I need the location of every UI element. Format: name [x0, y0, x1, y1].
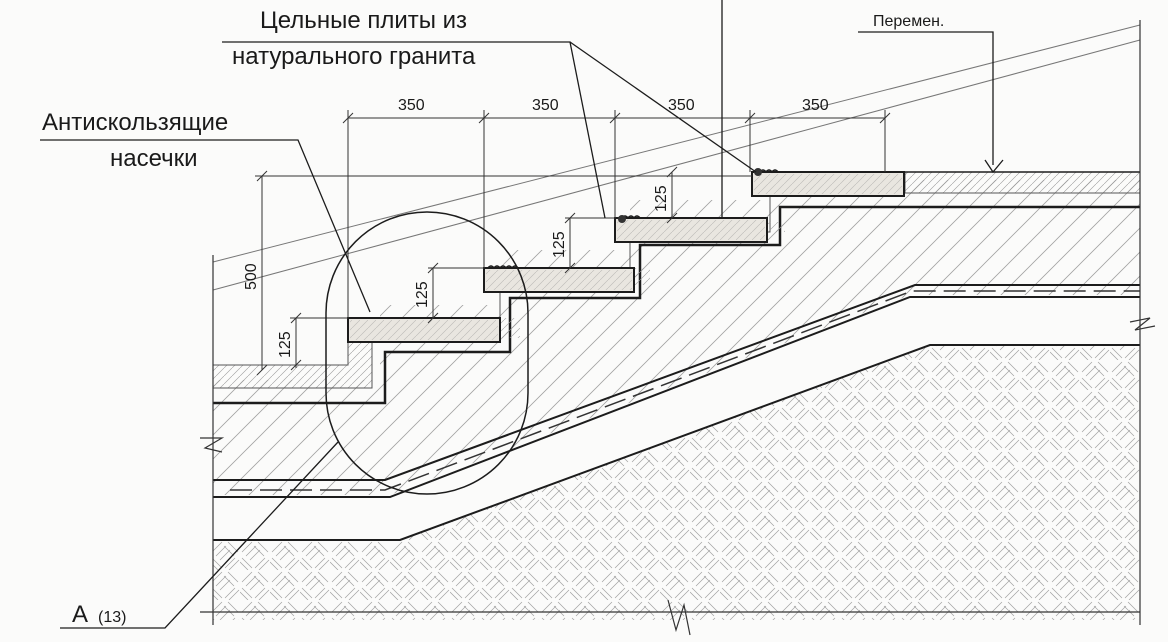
callout-antislip-line1: Антискользящие: [42, 109, 228, 136]
dim-tread-4: 350: [802, 97, 829, 114]
callout-plates-line2: натурального гранита: [232, 43, 476, 70]
detail-callout-ellipse: [325, 211, 529, 495]
dim-total-height: 500: [243, 263, 260, 290]
dim-tread-1: 350: [398, 97, 425, 114]
leader-lines: [40, 0, 1004, 629]
detail-marker-letter: A: [72, 601, 88, 628]
dim-tread-2: 350: [532, 97, 559, 114]
callout-antislip-line2: насечки: [110, 145, 198, 172]
slope-lines: [212, 24, 1141, 291]
dim-tread-3: 350: [668, 97, 695, 114]
dim-riser-3: 125: [551, 231, 568, 258]
border-lines: [200, 20, 1156, 636]
dim-riser-1: 125: [277, 331, 294, 358]
callout-variable: Перемен.: [873, 13, 944, 30]
dim-riser-2: 125: [414, 281, 431, 308]
dim-riser-4: 125: [653, 185, 670, 212]
dimension-values: 350 350 350 350 500 125 125 125 125: [243, 97, 829, 358]
ground-layer: [213, 344, 1140, 620]
detail-marker-sheet: (13): [98, 609, 126, 626]
antislip-notches: [487, 265, 519, 270]
callouts: Цельные плиты из натурального гранита Ан…: [42, 7, 944, 628]
callout-plates-line1: Цельные плиты из: [260, 7, 467, 34]
dimension-lines: [255, 110, 891, 376]
base-layer: [213, 180, 1140, 498]
granite-plates: [347, 168, 905, 343]
